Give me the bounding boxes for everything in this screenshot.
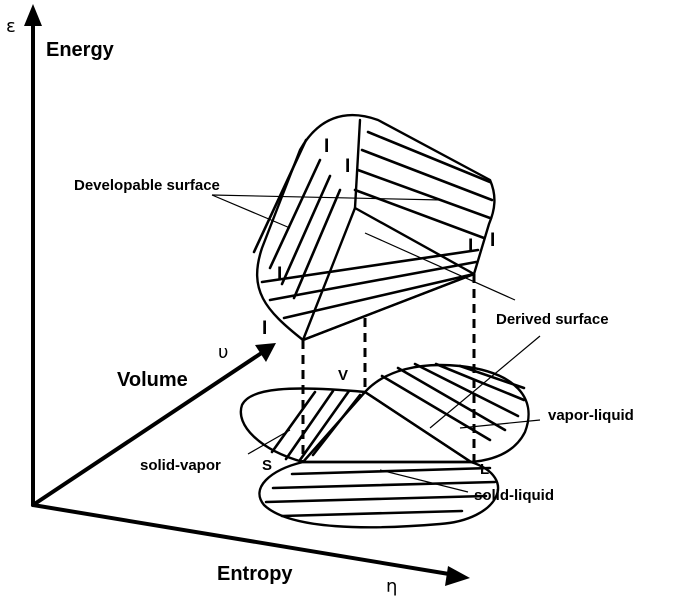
triple-point-triangle-projection bbox=[301, 390, 473, 464]
energy-symbol: ε bbox=[6, 16, 16, 37]
line-mark-1: I bbox=[324, 136, 329, 157]
solid-liquid-label: solid-liquid bbox=[474, 487, 554, 504]
line-mark-5: I bbox=[468, 236, 473, 257]
line-mark-4: I bbox=[262, 318, 267, 339]
line-mark-2: I bbox=[345, 156, 350, 177]
derived-surface-label: Derived surface bbox=[496, 311, 609, 328]
right-developable-hatching bbox=[353, 130, 494, 240]
volume-axis bbox=[31, 350, 265, 507]
volume-symbol: υ bbox=[218, 342, 228, 363]
solid-vapor-hatching bbox=[270, 389, 362, 462]
point-l-label: L bbox=[480, 461, 489, 478]
volume-axis-label: Volume bbox=[117, 369, 188, 391]
solid-vapor-label: solid-vapor bbox=[140, 457, 221, 474]
developable-surface-label: Developable surface bbox=[74, 177, 220, 194]
surface-ridge bbox=[353, 118, 362, 210]
solid-vapor-region bbox=[239, 387, 367, 464]
derived-surface-triangle bbox=[301, 206, 476, 342]
surface-outline bbox=[256, 113, 496, 342]
solid-liquid-hatching bbox=[264, 466, 497, 518]
line-mark-6: I bbox=[490, 230, 495, 251]
point-s-label: S bbox=[262, 457, 272, 474]
projection-lines bbox=[301, 274, 476, 462]
vapor-liquid-hatching bbox=[380, 362, 526, 442]
energy-axis-label: Energy bbox=[46, 39, 115, 61]
line-mark-3: I bbox=[277, 264, 282, 285]
leader-lines bbox=[211, 194, 541, 493]
entropy-axis-label: Entropy bbox=[217, 563, 293, 585]
solid-liquid-region bbox=[258, 460, 500, 529]
left-developable-hatching bbox=[252, 138, 342, 300]
point-v-label: V bbox=[338, 367, 348, 384]
volume-axis-arrowhead bbox=[255, 343, 276, 362]
energy-axis-arrowhead bbox=[24, 4, 42, 26]
vapor-liquid-label: vapor-liquid bbox=[548, 407, 634, 424]
phase-projection bbox=[239, 362, 530, 529]
entropy-axis-arrowhead bbox=[445, 566, 470, 586]
axes bbox=[24, 4, 470, 586]
entropy-symbol: η bbox=[386, 576, 397, 597]
entropy-axis bbox=[31, 503, 457, 577]
